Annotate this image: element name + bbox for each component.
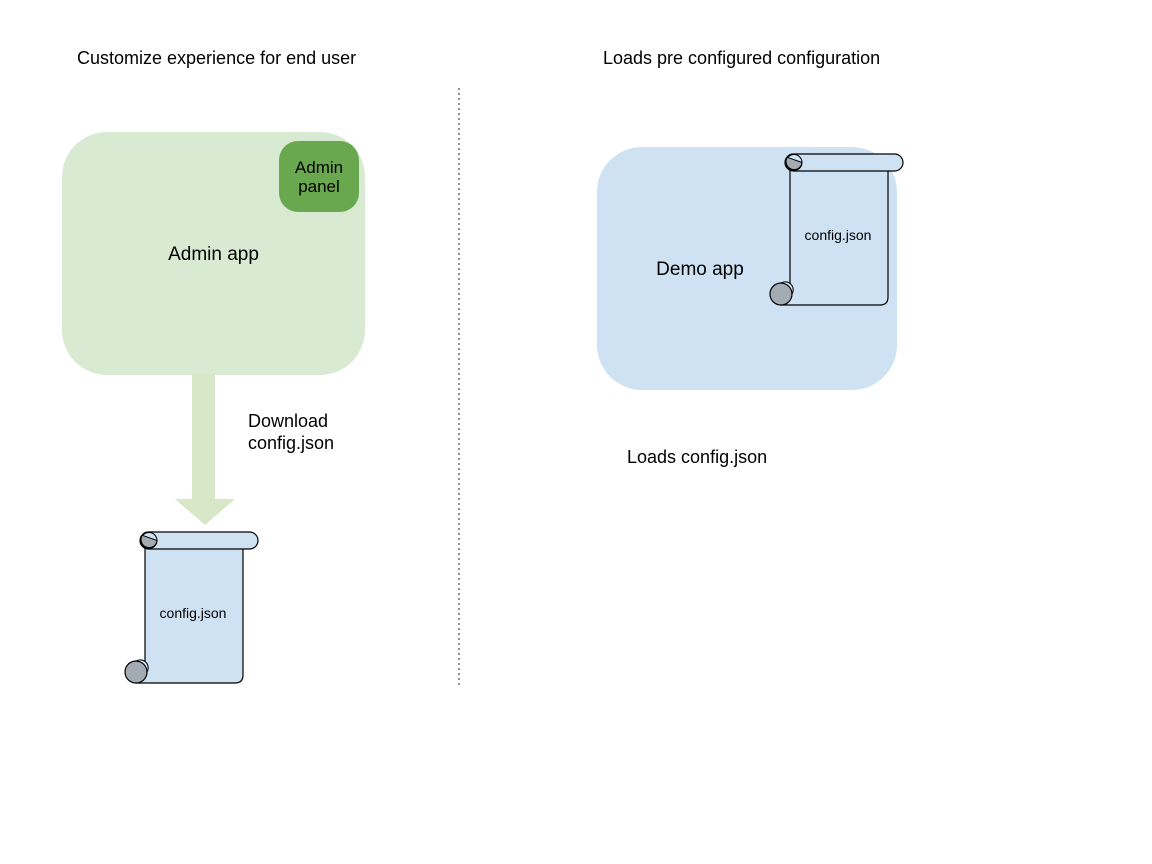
download-arrow-caption: Download config.json — [248, 411, 335, 453]
config-file-label: config.json — [804, 227, 872, 243]
scroll-bottom-curl-notch — [134, 659, 149, 674]
right-section-title: Loads pre configured configuration — [603, 48, 881, 68]
config-file-label: config.json — [159, 605, 227, 621]
scroll-shape-icon — [124, 531, 259, 684]
admin-panel-box: Admin panel — [279, 141, 359, 212]
demo-app-label: Demo app — [656, 259, 744, 280]
loads-config-caption: Loads config.json — [627, 447, 768, 467]
scroll-top-band — [139, 531, 259, 550]
section-divider — [458, 88, 460, 687]
scroll-shape-icon — [769, 153, 904, 306]
scroll-top-curl-shade — [140, 534, 158, 549]
scroll-bottom-curl-notch — [779, 281, 794, 296]
scroll-top-curl-shade — [785, 156, 803, 171]
down-arrow-icon — [175, 374, 235, 525]
config-file-scroll-right: config.json — [768, 153, 905, 309]
left-section-title: Customize experience for end user — [77, 48, 357, 68]
admin-panel-label: Admin panel — [294, 157, 344, 196]
admin-app-label: Admin app — [168, 244, 259, 265]
config-file-scroll-left: config.json — [123, 531, 260, 687]
download-arrow — [175, 374, 235, 525]
admin-app-box: Admin app Admin panel — [62, 132, 365, 375]
scroll-top-band — [784, 153, 904, 172]
